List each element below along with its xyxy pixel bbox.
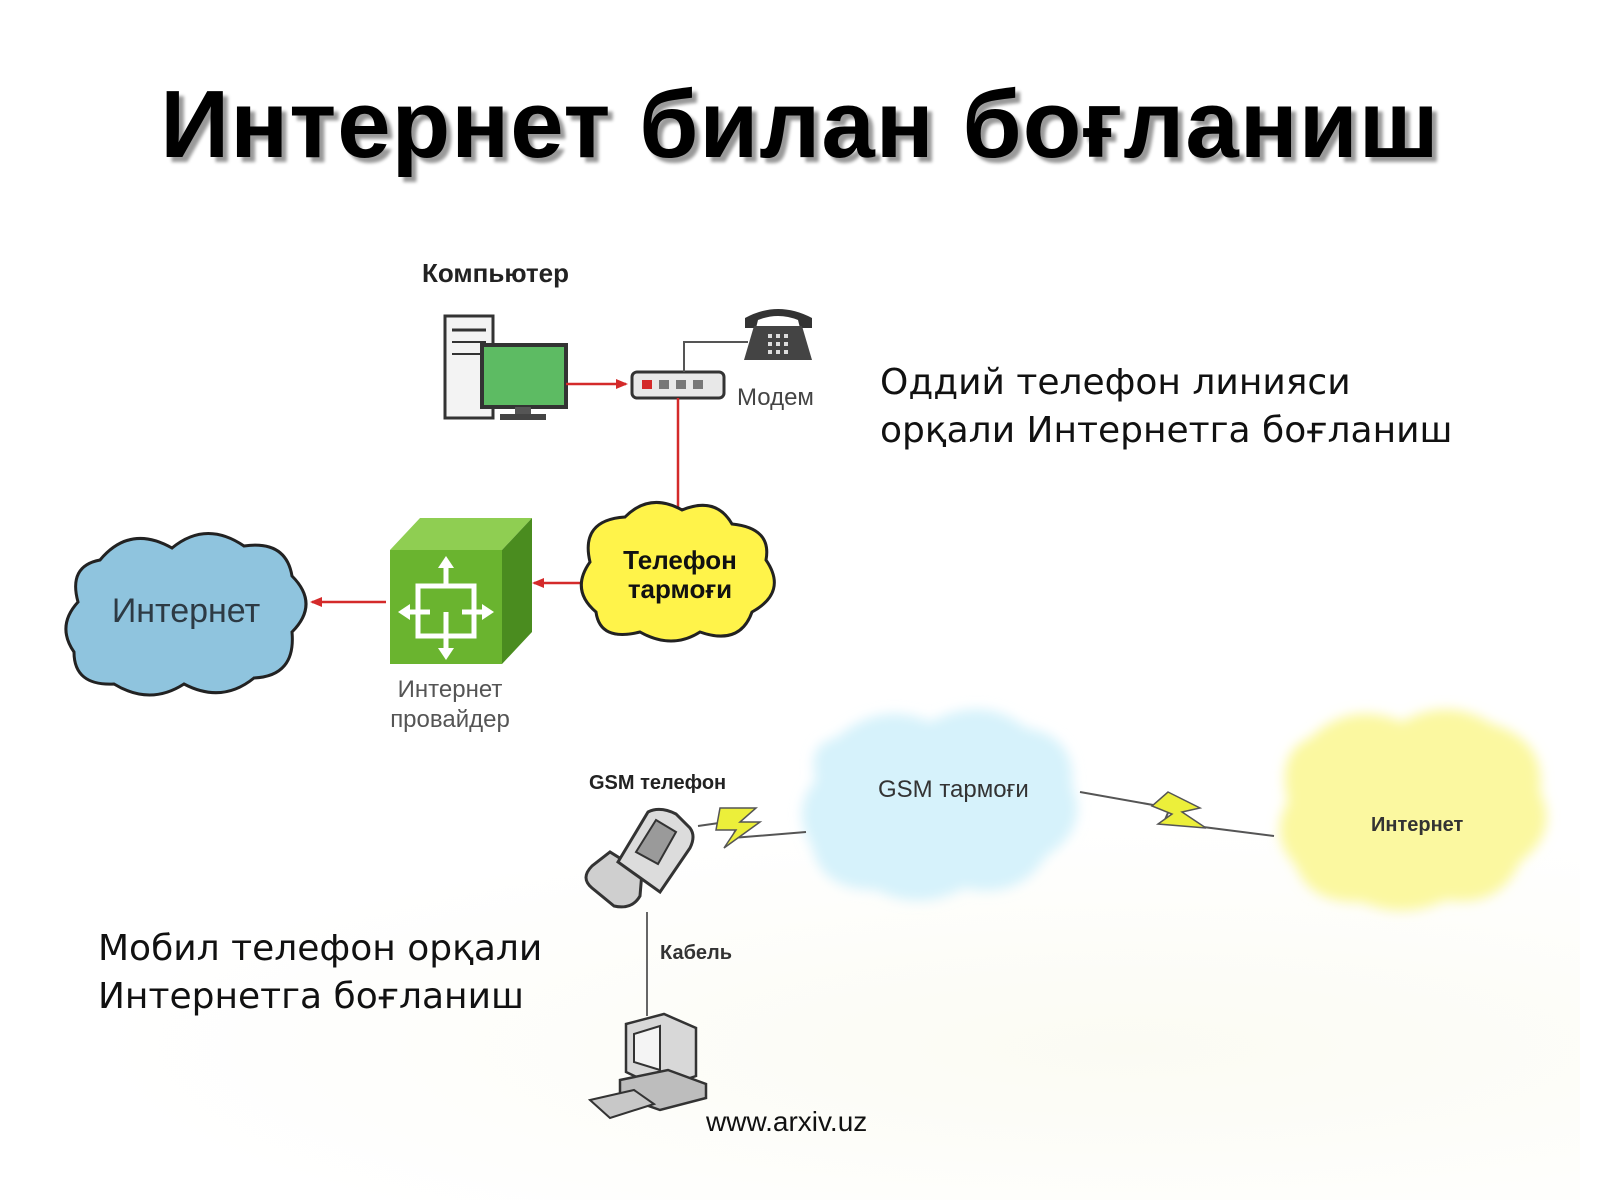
cable-label: Кабель [660,942,733,964]
mobile-caption: Мобил телефон орқали Интернетга боғланиш [98,925,542,1021]
provider-label-line2: провайдер [390,706,510,733]
phone-network-label-line2: тармоғи [627,574,733,604]
phone-network-label-line1: Телефон [623,545,737,575]
mobile-caption-line1: Мобил телефон орқали [98,928,543,969]
gsm-network-cloud [801,709,1078,901]
page-title: Интернет билан боғланиш [160,71,1440,178]
modem-icon [630,370,726,400]
mobile-internet-cloud [1279,709,1547,911]
footer-url: www.arxiv.uz [706,1106,868,1137]
dialup-caption-line2: орқали Интернетга боғланиш [880,410,1453,451]
computer-icon [443,314,568,420]
internet-cloud-label: Интернет [111,592,261,630]
telephone-icon [744,309,812,360]
modem-label: Модем [737,384,814,411]
lightning-icon [697,807,807,849]
lightning-icon [1079,791,1275,837]
modem-to-phone-line [683,341,748,372]
mobile-caption-line2: Интернетга боғланиш [98,976,524,1017]
dialup-caption: Оддий телефон линияси орқали Интернетга … [880,359,1452,455]
gsm-phone-label: GSM телефон [589,772,727,794]
dialup-caption-line1: Оддий телефон линияси [880,362,1351,403]
phone-network-cloud [579,500,776,643]
mobile-internet-label: Интернет [1371,814,1464,836]
internet-cloud [64,532,308,697]
provider-label-line1: Интернет [397,676,503,703]
internet-provider-icon [390,518,532,664]
computer-label: Компьютер [422,258,569,288]
gsm-phone-icon [584,807,695,909]
desktop-computer-icon [587,1012,708,1120]
gsm-network-label: GSM тармоғи [878,776,1029,803]
